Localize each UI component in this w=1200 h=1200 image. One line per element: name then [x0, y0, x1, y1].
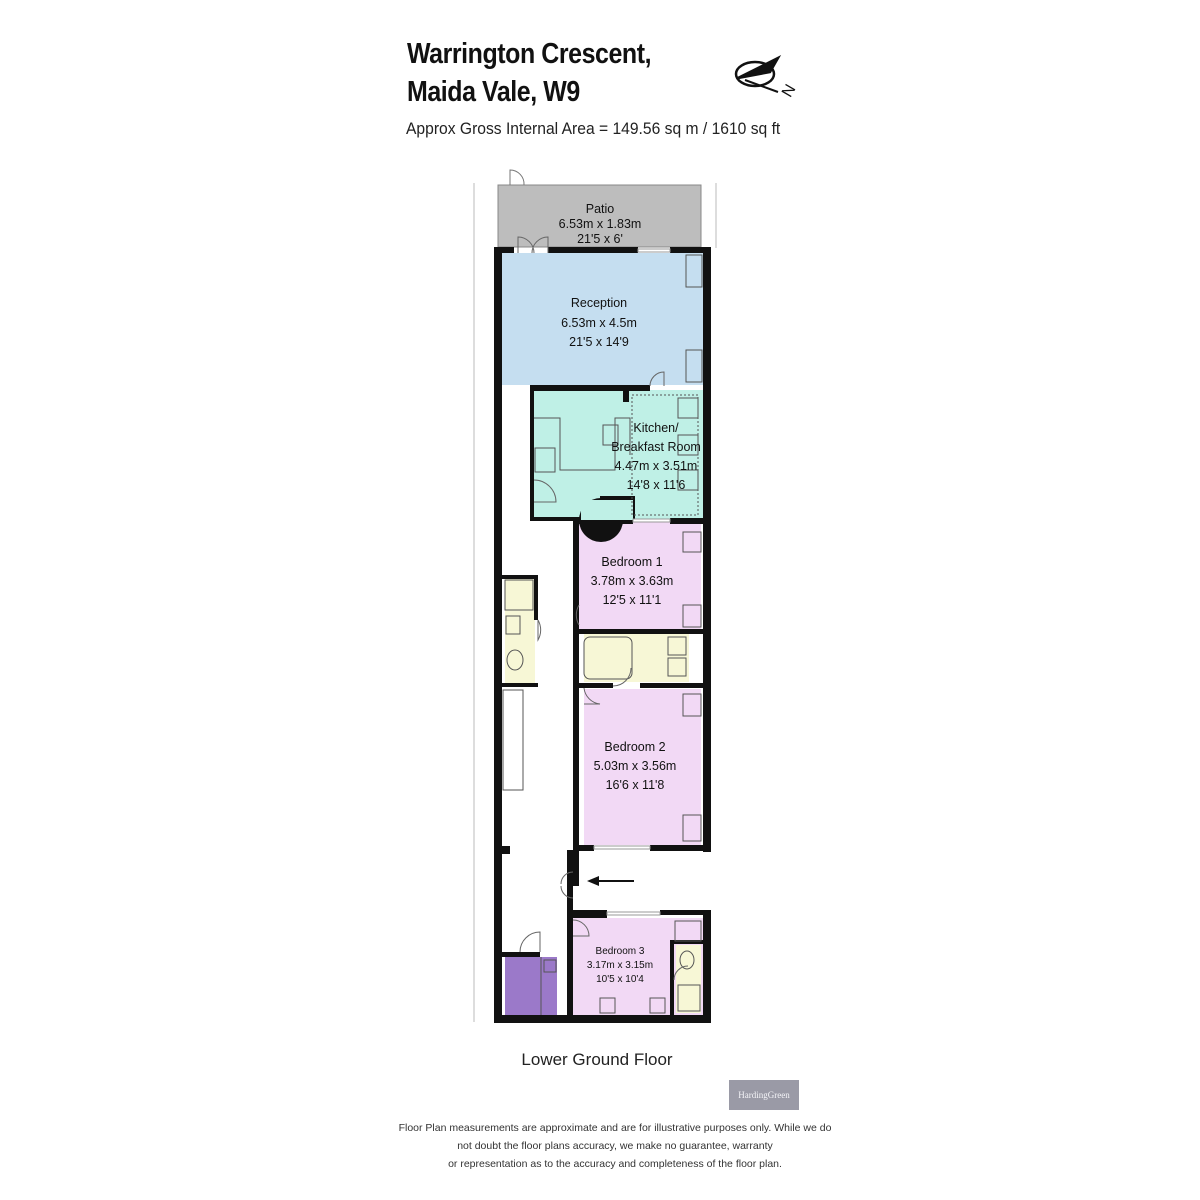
floor-level-label: Lower Ground Floor [521, 1050, 673, 1069]
reception-area [501, 253, 703, 385]
patio-area [497, 184, 702, 248]
compass-north-label: N [779, 82, 800, 101]
storage-area [505, 957, 557, 1015]
patio-metric: 6.53m x 1.83m [559, 217, 642, 231]
windows [593, 248, 671, 916]
disclaimer-line1: Floor Plan measurements are approximate … [398, 1122, 832, 1134]
entrance-arrow-icon [587, 876, 634, 886]
disclaimer-line2: not doubt the floor plans accuracy, we m… [457, 1140, 773, 1152]
property-title-line2: Maida Vale, W9 [407, 76, 580, 108]
reception-metric: 6.53m x 4.5m [561, 316, 637, 330]
reception-imperial: 21'5 x 14'9 [569, 335, 629, 349]
bedroom2-area [584, 689, 701, 845]
bedroom3-label: Bedroom 3 [596, 946, 645, 957]
kitchen-metric: 4.47m x 3.51m [615, 459, 698, 473]
reception-label: Reception [571, 296, 627, 310]
door-swings [517, 236, 689, 981]
bedroom3-metric: 3.17m x 3.15m [587, 960, 653, 971]
patio-label: Patio [586, 202, 615, 216]
agency-logo: HardingGreen [729, 1080, 799, 1110]
bedroom2-label: Bedroom 2 [604, 740, 665, 754]
compass-icon: N [734, 55, 800, 101]
kitchen-label-line1: Kitchen/ [633, 421, 679, 435]
property-title-line1: Warrington Crescent, [407, 38, 652, 70]
kitchen-label-line2: Breakfast Room [611, 440, 701, 454]
disclaimer-line3: or representation as to the accuracy and… [448, 1158, 782, 1170]
disclaimer: Floor Plan measurements are approximate … [380, 1119, 850, 1173]
bedroom1-metric: 3.78m x 3.63m [591, 574, 674, 588]
bedroom1-label: Bedroom 1 [601, 555, 662, 569]
gross-internal-area: Approx Gross Internal Area = 149.56 sq m… [406, 119, 781, 138]
ensuite-area [676, 945, 701, 1013]
patio-door-icon [509, 169, 525, 186]
kitchen-imperial: 14'8 x 11'6 [627, 478, 686, 492]
bedroom1-imperial: 12'5 x 11'1 [603, 593, 662, 607]
bedroom2-metric: 5.03m x 3.56m [594, 759, 677, 773]
bedroom2-imperial: 16'6 x 11'8 [606, 778, 665, 792]
patio-imperial: 21'5 x 6' [577, 232, 623, 246]
bedroom3-imperial: 10'5 x 10'4 [596, 974, 644, 985]
